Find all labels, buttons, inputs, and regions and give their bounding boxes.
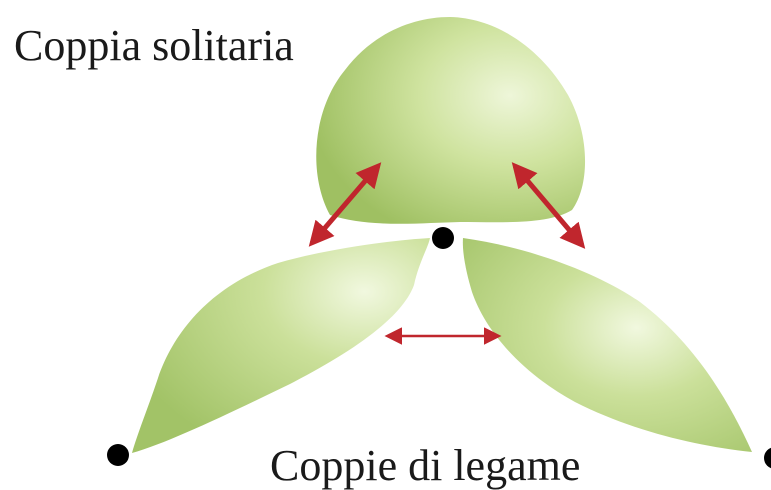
repulsion-arrow-left — [308, 162, 382, 247]
bonding-pair-lobe-left — [132, 238, 430, 453]
central-atom — [432, 227, 454, 249]
lone-pair-label: Coppia solitaria — [14, 21, 294, 70]
bonded-atom-left — [107, 444, 129, 466]
bonding-pairs-label: Coppie di legame — [270, 441, 581, 490]
repulsion-arrow-right — [511, 162, 586, 249]
bonding-pair-lobe-right — [462, 238, 752, 452]
bonded-atom-right — [764, 447, 771, 469]
